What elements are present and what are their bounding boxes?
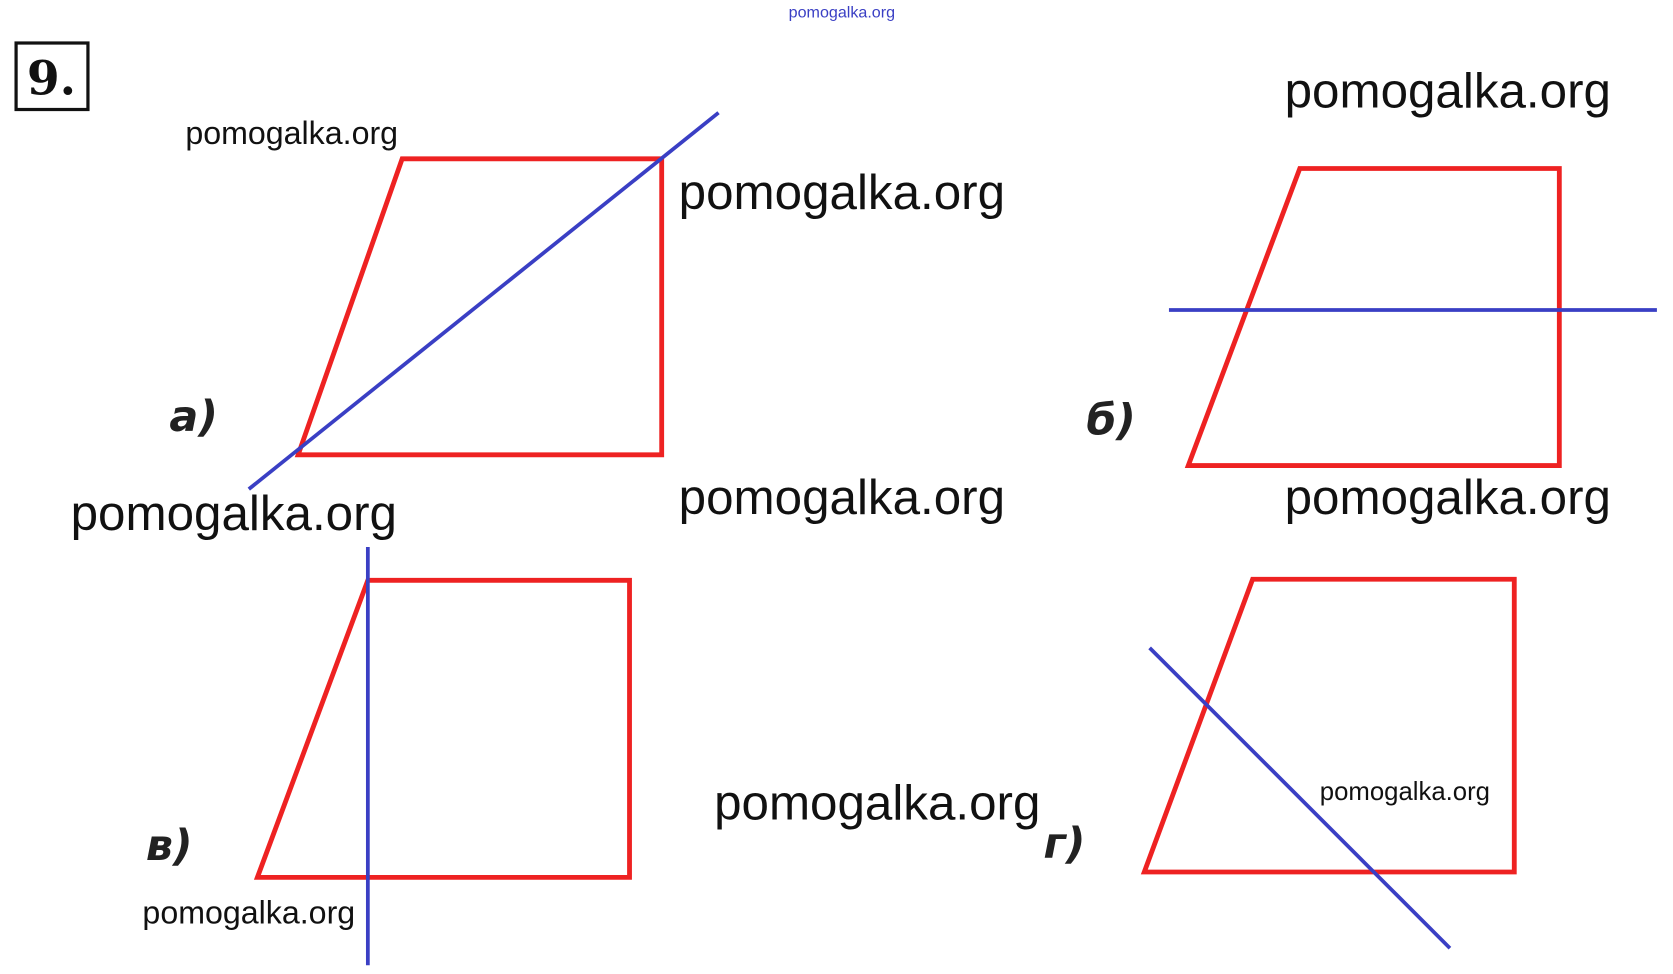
watermark-top: pomogalka.org xyxy=(789,3,895,21)
watermarks: pomogalka.org pomogalka.org pomogalka.or… xyxy=(71,63,1611,930)
watermark: pomogalka.org xyxy=(185,115,398,151)
watermark: pomogalka.org xyxy=(71,486,397,541)
watermark: pomogalka.org xyxy=(679,470,1005,525)
panel-label-g: г) xyxy=(1043,819,1085,869)
parallelogram-v xyxy=(253,577,632,880)
watermark: pomogalka.org xyxy=(1320,778,1490,806)
panel-label-b: б) xyxy=(1086,395,1136,445)
watermark: pomogalka.org xyxy=(142,894,355,930)
problem-number-box: 9. xyxy=(14,41,90,112)
panel-label-v: в) xyxy=(146,821,193,871)
panel-b: б) xyxy=(1086,166,1657,468)
panel-label-a: а) xyxy=(169,392,218,442)
parallelogram-b xyxy=(1184,166,1562,468)
panel-g: г) xyxy=(1043,576,1517,950)
secant-line-g xyxy=(1148,646,1452,950)
problem-number: 9. xyxy=(27,51,76,106)
panel-a: а) xyxy=(169,111,720,491)
parallelogram-g xyxy=(1140,576,1517,875)
watermark: pomogalka.org xyxy=(1285,63,1611,118)
watermark: pomogalka.org xyxy=(1285,470,1611,525)
watermark: pomogalka.org xyxy=(679,165,1005,220)
panel-v: в) xyxy=(146,547,632,966)
parallelogram-a xyxy=(294,156,665,458)
secant-line-a xyxy=(247,111,720,491)
watermark: pomogalka.org xyxy=(714,775,1040,830)
